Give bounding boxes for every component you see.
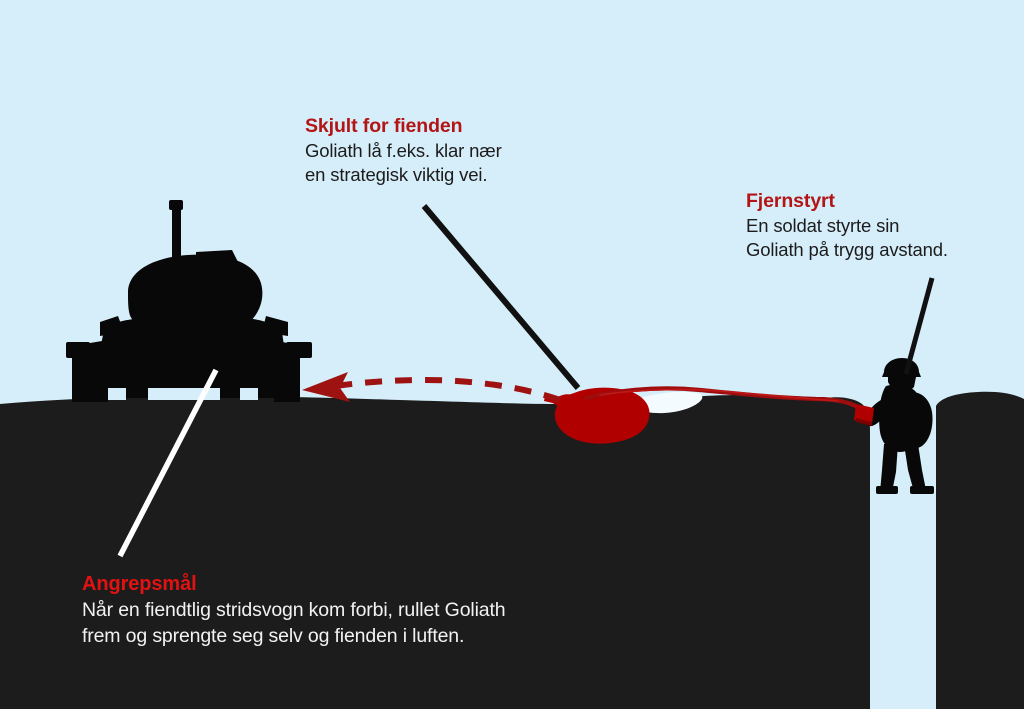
pointer-line-remote xyxy=(903,277,935,375)
callout-target-line-2: frem og sprengte seg selv og fienden i l… xyxy=(82,624,465,647)
callout-attack-target: Angrepsmål Når en fiendtlig stridsvogn k… xyxy=(82,573,506,649)
callout-target-heading: Angrepsmål xyxy=(82,573,197,595)
callout-hidden-heading: Skjult for fienden xyxy=(305,115,463,137)
callout-remote-heading: Fjernstyrt xyxy=(746,190,835,212)
ground-shape-right xyxy=(936,391,1024,709)
tank-fender-left xyxy=(66,342,90,358)
callout-hidden-from-enemy: Skjult for fienden Goliath lå f.eks. kla… xyxy=(305,115,502,186)
callout-remote-controlled: Fjernstyrt En soldat styrte sin Goliath … xyxy=(746,190,948,261)
soldier-boot-rear xyxy=(876,486,898,494)
callout-target-line-1: Når en fiendtlig stridsvogn kom forbi, r… xyxy=(82,598,506,621)
callout-hidden-line-2: en strategisk viktig vei. xyxy=(305,163,488,185)
tank-lower-hull xyxy=(86,354,296,388)
tank-stowage-right xyxy=(262,316,288,336)
callout-remote-line-1: En soldat styrte sin xyxy=(746,215,900,236)
soldier-backpack xyxy=(905,392,933,449)
soldier-leg-rear xyxy=(880,444,898,492)
ground-shape xyxy=(0,395,840,709)
tank-barrel-muzzle xyxy=(169,200,183,210)
soldier-boot-front xyxy=(910,486,934,494)
callout-remote-line-2: Goliath på trygg avstand. xyxy=(746,238,948,260)
soldier-leg-front xyxy=(904,444,926,492)
tank-wheel-gap-right xyxy=(240,388,258,400)
tank-stowage-left xyxy=(100,316,124,336)
goliath-body xyxy=(554,387,650,444)
motion-arrow-head xyxy=(302,372,350,402)
trench-left-lip xyxy=(826,397,870,709)
tank-fender-right xyxy=(286,342,312,358)
tank-wheel-gap-left xyxy=(108,388,126,400)
tank-gun-barrel xyxy=(172,205,181,270)
tank-hull xyxy=(98,318,286,360)
control-cable-highlight xyxy=(599,388,839,402)
callout-hidden-line-1: Goliath lå f.eks. klar nær xyxy=(305,140,502,161)
pointer-line-target xyxy=(117,368,219,558)
tank-turret-hatch xyxy=(196,250,238,264)
control-box-shadow xyxy=(856,418,872,426)
cable-slack-loop xyxy=(635,391,703,414)
motion-arrow-dashes xyxy=(329,376,561,403)
tank-turret xyxy=(128,254,263,340)
pointer-line-hidden xyxy=(421,204,581,390)
